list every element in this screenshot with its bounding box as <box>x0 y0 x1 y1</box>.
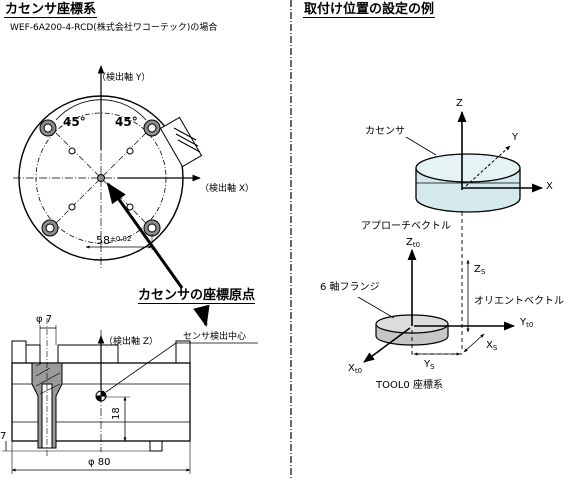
tool0-z-label: Zt0 <box>406 238 420 249</box>
approach-vector-label: アプローチベクトル <box>361 221 451 232</box>
dim-18-label: 18 <box>111 407 122 420</box>
axis-z-label: （検出軸 Z） <box>104 337 159 347</box>
dim-phi7-label: φ 7 <box>36 314 53 325</box>
offset-x-label: XS <box>486 341 497 352</box>
left-heading: カセンサ座標系 <box>4 2 98 18</box>
offset-z-sub: S <box>480 268 486 276</box>
axis-x-label: （検出軸 X） <box>200 184 255 194</box>
tool0-x-label: Xt0 <box>348 364 362 375</box>
offset-z-main: Z <box>474 264 481 275</box>
angle-left-label: 45° <box>63 115 86 129</box>
force-sensor-label: カセンサ <box>365 126 405 137</box>
tool0-y-label: Yt0 <box>520 318 533 329</box>
offset-x-main: X <box>486 340 493 351</box>
cable-connector <box>159 116 203 168</box>
sensor-top-view <box>13 65 203 268</box>
dim-phi80-label: φ 80 <box>88 457 111 468</box>
center-origin <box>97 174 105 182</box>
right-heading: 取付け位置の設定の例 <box>303 2 436 18</box>
offset-y-label: YS <box>424 360 435 371</box>
tool0-x-main: X <box>348 363 355 374</box>
dim-58-value: 58 <box>96 234 110 247</box>
offset-y-sub: S <box>430 363 435 371</box>
sensor-x-label: X <box>546 181 553 192</box>
tool0-x-sub: t0 <box>354 367 363 375</box>
small-holes <box>68 147 134 211</box>
tool0-z-sub: t0 <box>412 241 421 249</box>
dim-58-label: 58±0.02 <box>96 235 131 246</box>
flange-label: 6 軸フランジ <box>320 282 380 293</box>
tool0-z-main: Z <box>406 237 413 248</box>
tool0-x-axis <box>363 327 411 363</box>
sensor-side-view <box>2 318 258 474</box>
origin-pointer-arrow <box>106 182 184 289</box>
sensor-y-label: Y <box>512 132 519 143</box>
dim-7-label: 7 <box>0 431 7 442</box>
tool0-y-sub: t0 <box>526 321 534 329</box>
axis-y-label: （検出軸 Y） <box>97 73 151 83</box>
dim-58-tolerance: ±0.02 <box>110 235 132 243</box>
mounting-holes <box>39 119 161 237</box>
offset-x-sub: S <box>492 344 498 352</box>
origin-label: カセンサの座標原点 <box>138 288 256 304</box>
sensor-center-label: センサ検出中心 <box>183 332 247 342</box>
orient-vector-label: オリエントベクトル <box>474 296 564 307</box>
force-sensor-cylinder <box>415 153 521 213</box>
origin-down-arrow <box>193 304 210 328</box>
offset-y-main: Y <box>424 359 431 370</box>
tool0-y-main: Y <box>520 317 527 328</box>
angle-right-label: 45° <box>115 115 138 129</box>
left-subtitle: WEF-6A200-4-RCD(株式会社ワコーテック)の場合 <box>10 23 218 33</box>
sensor-z-label: Z <box>456 98 463 109</box>
tool0-label: TOOL0 座標系 <box>376 380 443 391</box>
offset-z-label: ZS <box>474 265 485 276</box>
